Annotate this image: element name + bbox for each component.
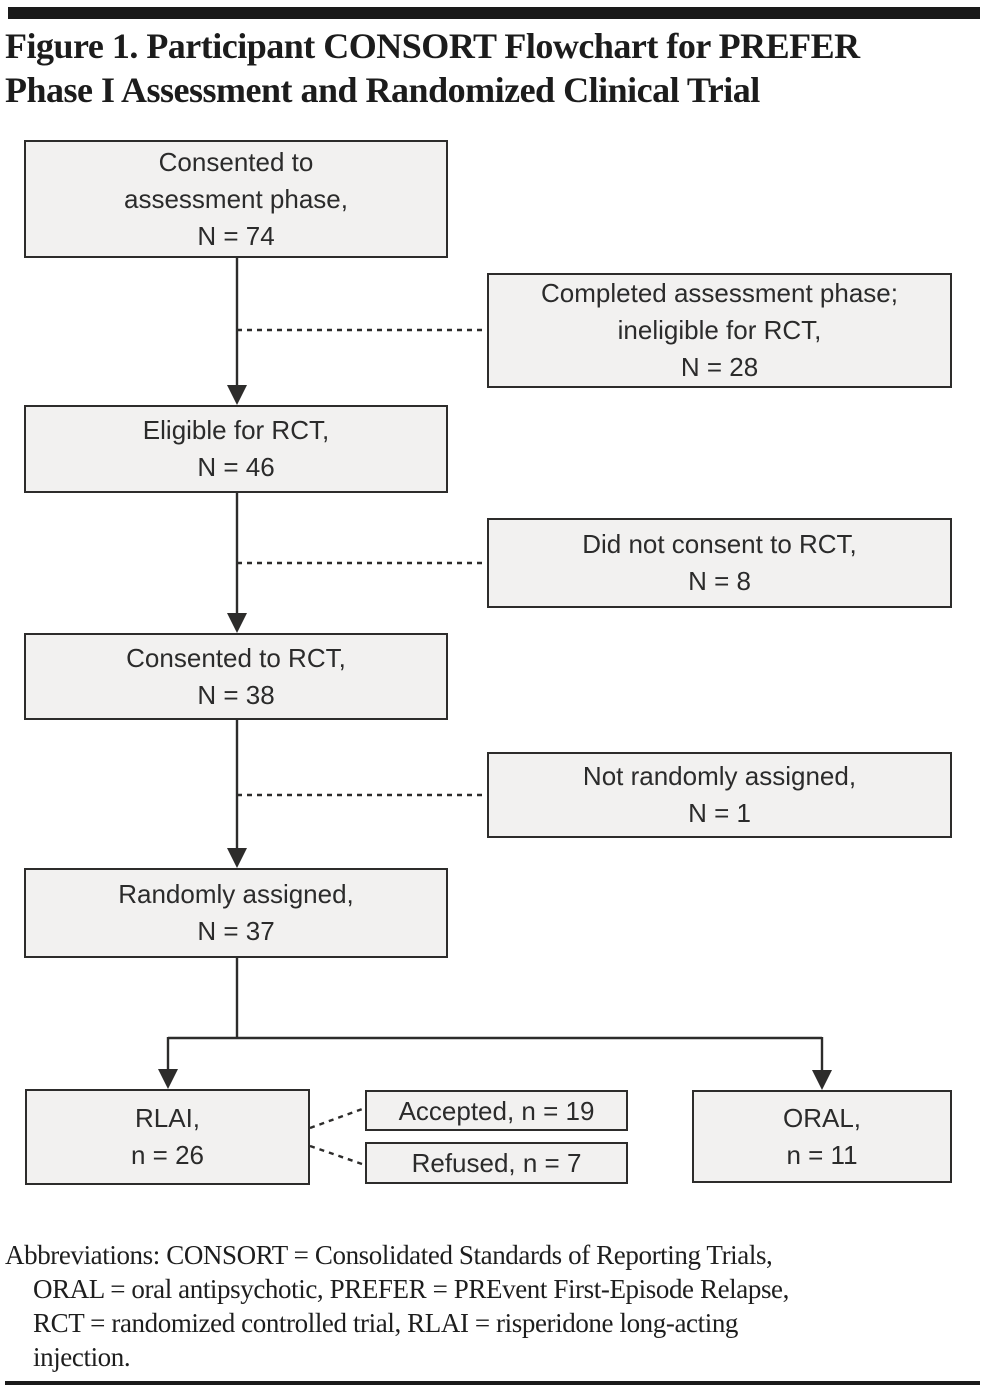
- flow-box-did-not-consent: Did not consent to RCT, N = 8: [487, 518, 952, 608]
- flow-box-eligible-rct: Eligible for RCT, N = 46: [24, 405, 448, 493]
- box-text-line: N = 38: [197, 679, 275, 710]
- flow-box-refused: Refused, n = 7: [365, 1142, 628, 1184]
- dashed-line-rlai-refused: [309, 1144, 366, 1167]
- flow-box-not-randomized: Not randomly assigned, N = 1: [487, 752, 952, 838]
- box-text-line: N = 8: [688, 566, 751, 596]
- box-text-line: Refused, n = 7: [411, 1148, 582, 1178]
- flow-box-rlai: RLAI, n = 26: [25, 1089, 310, 1185]
- box-text-line: n = 26: [130, 1140, 204, 1170]
- box-text-line: Not randomly assigned,: [582, 761, 857, 791]
- box-text-line: Eligible for RCT,: [142, 415, 330, 445]
- box-text-line: Randomly assigned,: [118, 879, 354, 909]
- arrowhead-oral: [812, 1070, 832, 1090]
- abbreviations-line-4: injection.: [33, 1342, 131, 1372]
- bottom-rule: [5, 1381, 980, 1385]
- box-text-line: Consented to RCT,: [126, 642, 346, 673]
- figure-title-line-2: Phase I Assessment and Randomized Clinic…: [5, 70, 760, 110]
- box-text-line: N = 37: [197, 916, 275, 946]
- box-text-line: ineligible for RCT,: [617, 315, 822, 345]
- box-text-line: n = 11: [786, 1139, 858, 1170]
- box-text-line: Consented to: [158, 146, 314, 177]
- dashed-line-rlai-accepted: [309, 1106, 366, 1130]
- box-text-line: RLAI,: [134, 1103, 201, 1133]
- top-rule: [8, 7, 980, 19]
- flow-box-consented-assessment: Consented to assessment phase, N = 74: [24, 140, 448, 258]
- box-text-line: N = 46: [197, 452, 275, 482]
- abbreviations-line-2: ORAL = oral antipsychotic, PREFER = PREv…: [33, 1274, 789, 1304]
- box-text-line: Did not consent to RCT,: [582, 529, 857, 559]
- abbreviations-line-1: Abbreviations: CONSORT = Consolidated St…: [5, 1240, 773, 1270]
- figure-title: Figure 1. Participant CONSORT Flowchart …: [5, 24, 980, 112]
- box-text-line: Completed assessment phase;: [541, 278, 898, 308]
- flow-box-oral: ORAL, n = 11: [692, 1090, 952, 1183]
- box-text-line: assessment phase,: [123, 183, 348, 214]
- box-text-line: Accepted, n = 19: [398, 1095, 595, 1126]
- box-text-line: N = 28: [680, 352, 759, 382]
- abbreviations-note: Abbreviations: CONSORT = Consolidated St…: [5, 1238, 981, 1374]
- flow-box-consented-rct: Consented to RCT, N = 38: [24, 633, 448, 720]
- figure-title-line-1: Figure 1. Participant CONSORT Flowchart …: [5, 26, 860, 66]
- arrowhead-randomized: [227, 848, 247, 868]
- arrowhead-rlai: [158, 1069, 178, 1089]
- abbreviations-line-3: RCT = randomized controlled trial, RLAI …: [33, 1308, 739, 1338]
- flow-box-accepted: Accepted, n = 19: [365, 1090, 628, 1131]
- box-text-line: N = 74: [197, 220, 275, 251]
- flow-box-completed-ineligible: Completed assessment phase; ineligible f…: [487, 273, 952, 388]
- box-text-line: ORAL,: [782, 1102, 862, 1133]
- arrowhead-eligible: [227, 385, 247, 405]
- arrowhead-consented-rct: [227, 613, 247, 633]
- box-text-line: N = 1: [688, 798, 751, 828]
- flow-box-randomized: Randomly assigned, N = 37: [24, 868, 448, 958]
